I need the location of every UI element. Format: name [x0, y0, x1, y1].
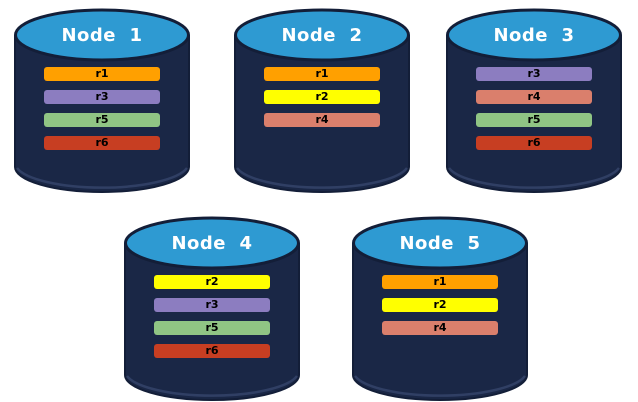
replica-list: r1 r2 r4: [264, 67, 380, 136]
replica-bar-r2: r2: [264, 90, 380, 104]
replica-bar-r5: r5: [154, 321, 270, 335]
replica-bar-r4: r4: [264, 113, 380, 127]
replica-bar-r4: r4: [382, 321, 498, 335]
replica-bar-r2: r2: [382, 298, 498, 312]
replica-bar-r2: r2: [154, 275, 270, 289]
replica-bar-r3: r3: [44, 90, 160, 104]
replica-bar-r6: r6: [476, 136, 592, 150]
node-title: Node 2: [281, 25, 363, 46]
replica-bar-r6: r6: [44, 136, 160, 150]
replica-bar-r1: r1: [264, 67, 380, 81]
database-node-1: Node 1 r1 r3 r5 r6: [12, 8, 192, 194]
replica-list: r3 r4 r5 r6: [476, 67, 592, 159]
replica-list: r1 r2 r4: [382, 275, 498, 344]
replica-bar-r5: r5: [476, 113, 592, 127]
replica-list: r2 r3 r5 r6: [154, 275, 270, 367]
node-title: Node 3: [493, 25, 575, 46]
replica-bar-r5: r5: [44, 113, 160, 127]
replica-list: r1 r3 r5 r6: [44, 67, 160, 159]
replica-bar-r6: r6: [154, 344, 270, 358]
replica-bar-r4: r4: [476, 90, 592, 104]
node-title: Node 1: [61, 25, 143, 46]
database-node-5: Node 5 r1 r2 r4: [350, 216, 530, 402]
database-node-4: Node 4 r2 r3 r5 r6: [122, 216, 302, 402]
node-title: Node 4: [171, 233, 253, 254]
replica-bar-r1: r1: [382, 275, 498, 289]
node-title: Node 5: [399, 233, 481, 254]
replica-bar-r3: r3: [154, 298, 270, 312]
replica-bar-r3: r3: [476, 67, 592, 81]
replica-bar-r1: r1: [44, 67, 160, 81]
database-node-3: Node 3 r3 r4 r5 r6: [444, 8, 624, 194]
database-node-2: Node 2 r1 r2 r4: [232, 8, 412, 194]
